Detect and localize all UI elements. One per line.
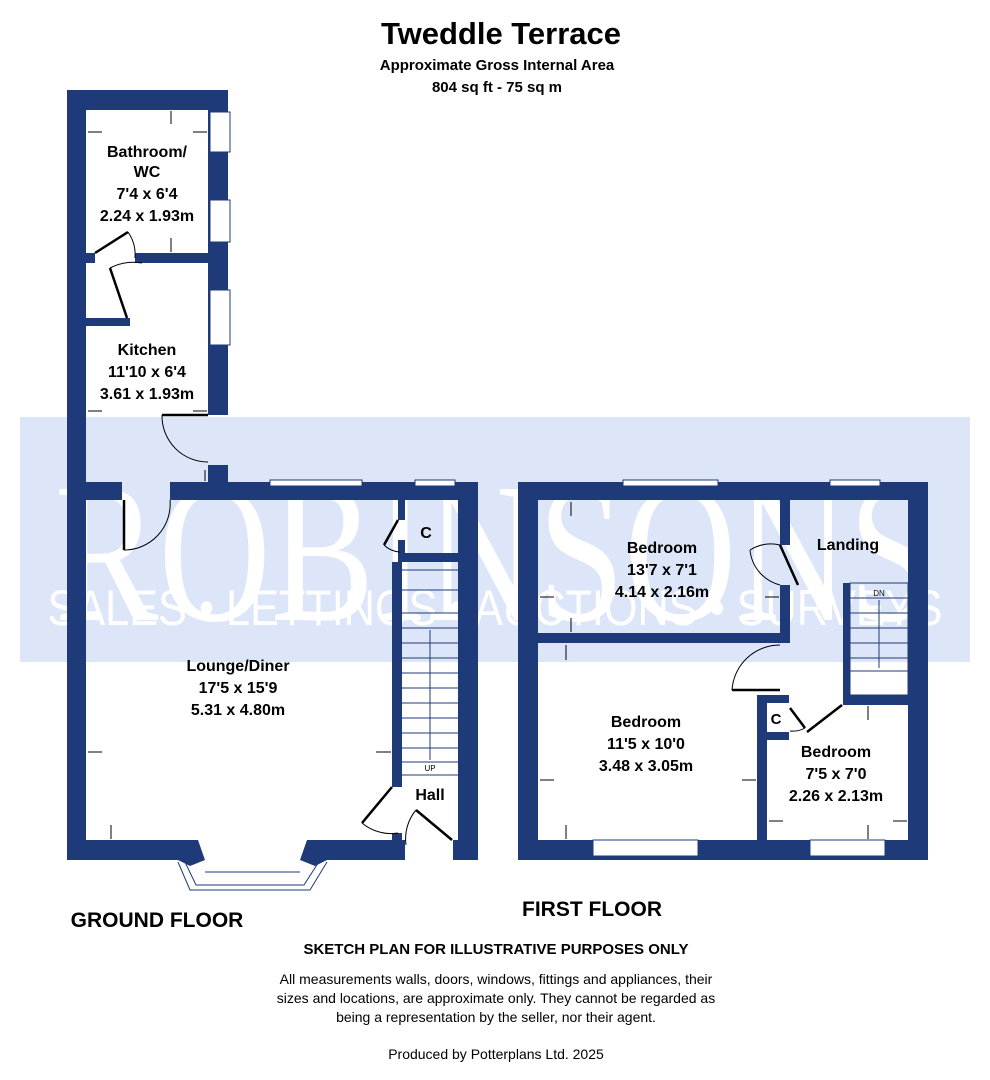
room-bedroom-2: Bedroom 11'5 x 10'0 3.48 x 3.05m [599, 714, 693, 775]
ground-floor-label: GROUND FLOOR [71, 909, 244, 932]
svg-text:4.14 x 2.16m: 4.14 x 2.16m [615, 584, 709, 601]
first-floor-label: FIRST FLOOR [522, 898, 662, 921]
ground-floor-walls [67, 90, 478, 866]
room-bedroom-1: Bedroom 13'7 x 7'1 4.14 x 2.16m [615, 540, 709, 601]
ground-floor-stairs: UP [402, 569, 458, 776]
svg-text:7'5 x 7'0: 7'5 x 7'0 [806, 766, 867, 783]
disclaimer-line-3: being a representation by the seller, no… [336, 1009, 656, 1025]
svg-text:13'7 x 7'1: 13'7 x 7'1 [627, 562, 697, 579]
svg-text:Lounge/Diner: Lounge/Diner [186, 658, 289, 675]
svg-text:11'10 x 6'4: 11'10 x 6'4 [108, 364, 186, 381]
ground-floor-windows [177, 111, 456, 891]
room-cupboard: C [420, 525, 432, 542]
disclaimer-title: SKETCH PLAN FOR ILLUSTRATIVE PURPOSES ON… [303, 941, 688, 958]
stairs-down-label: DN [873, 589, 885, 598]
disclaimer-line-1: All measurements walls, doors, windows, … [280, 971, 713, 987]
room-kitchen: Kitchen 11'10 x 6'4 3.61 x 1.93m [100, 342, 194, 403]
svg-text:Bedroom: Bedroom [801, 744, 871, 761]
svg-text:Kitchen: Kitchen [118, 342, 177, 359]
dimension-arrows [88, 111, 907, 839]
svg-text:5.31 x 4.80m: 5.31 x 4.80m [191, 702, 285, 719]
svg-text:2.24 x 1.93m: 2.24 x 1.93m [100, 208, 194, 225]
room-landing: Landing [817, 537, 879, 554]
stairs-up-label: UP [424, 764, 435, 773]
ground-floor-doors [94, 230, 453, 846]
room-cupboard-ff: C [771, 711, 782, 728]
first-floor-windows [592, 479, 886, 857]
svg-text:Bedroom: Bedroom [627, 540, 697, 557]
first-floor-stairs: DN [849, 582, 909, 696]
svg-text:3.61 x 1.93m: 3.61 x 1.93m [100, 386, 194, 403]
disclaimer-line-2: sizes and locations, are approximate onl… [277, 990, 715, 1006]
room-hall: Hall [415, 787, 444, 804]
svg-text:11'5 x 10'0: 11'5 x 10'0 [607, 736, 685, 753]
subtitle: Approximate Gross Internal Area [380, 57, 615, 74]
room-bedroom-3: Bedroom 7'5 x 7'0 2.26 x 2.13m [789, 744, 883, 805]
svg-text:Bathroom/: Bathroom/ [107, 144, 188, 161]
svg-text:3.48 x 3.05m: 3.48 x 3.05m [599, 758, 693, 775]
watermark-tagline: SALES • LETTINGS • AUCTIONS • SURVEYS [48, 580, 943, 636]
area: 804 sq ft - 75 sq m [432, 79, 562, 96]
svg-text:7'4 x 6'4: 7'4 x 6'4 [117, 186, 178, 203]
svg-text:WC: WC [134, 164, 161, 181]
room-bathroom: Bathroom/ WC 7'4 x 6'4 2.24 x 1.93m [100, 144, 194, 225]
first-floor-doors [731, 543, 843, 733]
watermark-band [20, 417, 970, 662]
svg-text:17'5 x 15'9: 17'5 x 15'9 [199, 680, 278, 697]
title: Tweddle Terrace [381, 16, 621, 51]
svg-text:Bedroom: Bedroom [611, 714, 681, 731]
svg-text:2.26 x 2.13m: 2.26 x 2.13m [789, 788, 883, 805]
room-lounge-diner: Lounge/Diner 17'5 x 15'9 5.31 x 4.80m [186, 658, 289, 719]
credit: Produced by Potterplans Ltd. 2025 [388, 1046, 604, 1062]
